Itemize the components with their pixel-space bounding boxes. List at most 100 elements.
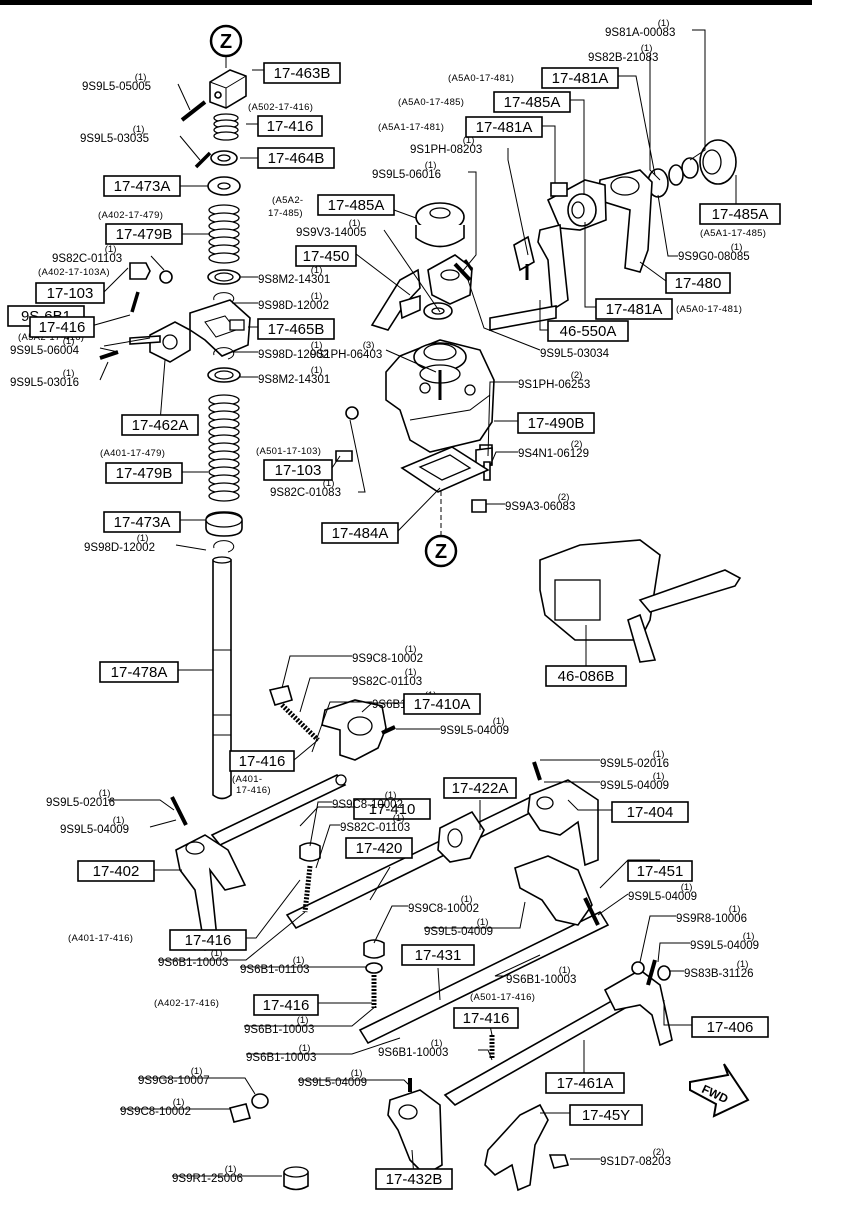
- part-label-box: [691, 1016, 769, 1038]
- part-label-9s9v3-14005: 9S9V3-14005(1): [296, 218, 366, 239]
- part-number-text: 17-103: [47, 285, 94, 302]
- part-label-box: [103, 175, 181, 197]
- leader-line-28: [507, 148, 529, 256]
- alt-part-number-text: (A501-17-103): [256, 446, 321, 457]
- part-label-box: [611, 801, 689, 823]
- part-label-9s9l5-03034: 9S9L5-03034: [540, 348, 610, 360]
- quantity-text: (3): [363, 340, 375, 351]
- part-label-17-481a-c: 17-481A: [595, 298, 673, 320]
- part-number-text: 9S9L5-06004: [10, 345, 80, 357]
- part-number-text: 9S82B-21083: [588, 52, 658, 64]
- leader-line-46: [397, 487, 441, 532]
- quantity-text: (1): [729, 904, 741, 915]
- leader-line-34: [355, 253, 411, 296]
- part-number-text: 17-410A: [414, 696, 471, 713]
- quantity-text: (1): [393, 813, 405, 824]
- quantity-text: (1): [349, 218, 361, 229]
- quantity-text: (1): [173, 1097, 185, 1108]
- leader-line-56: [149, 819, 177, 828]
- leader-line-68: [246, 879, 301, 939]
- leader-line-61: [309, 801, 332, 847]
- alt-part-number-text: (A402-17-416): [154, 998, 219, 1009]
- quantity-text: (1): [405, 667, 417, 678]
- part-label-box: [545, 665, 627, 687]
- quantity-text: (1): [311, 340, 323, 351]
- part-number-text: 17-481A: [606, 301, 663, 318]
- part-label-9s9l5-03035: 9S9L5-03035(1): [80, 124, 149, 145]
- leader-line-32: [393, 209, 417, 219]
- part-label-box: [595, 298, 673, 320]
- part-label-box: [569, 1104, 643, 1126]
- part-number-text: 9S98D-12002: [84, 542, 155, 554]
- part-label-9s4n1-06129: 9S4N1-06129(2): [518, 439, 589, 460]
- part-label-a401-17-416-a2: 17-416): [236, 785, 271, 796]
- leader-line-21: [175, 544, 207, 551]
- part-label-box: [295, 245, 357, 267]
- part-number-text: 17-406: [707, 1019, 754, 1036]
- part-label-a402-17-416: (A402-17-416): [154, 998, 219, 1009]
- inner-lever-shape: [370, 224, 569, 331]
- part-number-text: 9S9L5-05005: [82, 81, 151, 93]
- part-label-a501-17-416: (A501-17-416): [470, 992, 535, 1003]
- part-label-box: [627, 860, 693, 882]
- quantity-text: (1): [63, 368, 75, 379]
- leader-line-39: [385, 349, 437, 373]
- part-label-9s9l5-06004: 9S9L5-06004(1): [10, 336, 80, 357]
- part-number-text: 17-103: [275, 462, 322, 479]
- part-label-17-479b-b: 17-479B: [105, 462, 183, 484]
- part-label-a5a1-17-485: (A5A1-17-485): [700, 228, 766, 239]
- quantity-text: (1): [731, 242, 743, 253]
- alt-part-number-text: (A5A2-: [272, 195, 303, 206]
- part-number-text: 9S9C8-10002: [332, 799, 403, 811]
- part-label-9s6b1-10003-b: 9S6B1-10003(1): [158, 948, 228, 969]
- part-label-17-485a-a: 17-485A: [493, 91, 571, 113]
- part-number-text: 17-416: [185, 932, 232, 949]
- quantity-text: (1): [323, 478, 335, 489]
- quantity-text: (1): [137, 533, 149, 544]
- part-number-text: 9S6B1-10003: [378, 1047, 448, 1059]
- part-label-box: [443, 777, 517, 799]
- part-label-17-485a-c: 17-485A: [317, 194, 395, 216]
- part-label-17-404: 17-404: [611, 801, 689, 823]
- part-label-9s8m2-14301-b: 9S8M2-14301(1): [258, 365, 330, 386]
- leader-line-71: [158, 911, 306, 961]
- part-label-17-478a: 17-478A: [99, 661, 179, 683]
- part-number-text: 9S9R1-25006: [172, 1173, 243, 1185]
- part-label-9s82c-01103-c: 9S82C-01103(1): [340, 813, 410, 834]
- leader-line-48: [281, 655, 352, 689]
- top-border: [0, 0, 812, 5]
- part-label-9s9l5-05005: 9S9L5-05005(1): [82, 72, 151, 93]
- part-label-17-420: 17-420: [345, 837, 413, 859]
- part-number-text: 17-490B: [528, 415, 585, 432]
- leader-line-82: [478, 1049, 493, 1061]
- part-label-box: [35, 282, 105, 304]
- part-label-box: [317, 194, 395, 216]
- quantity-text: (2): [653, 1147, 665, 1158]
- leader-line-8: [103, 267, 129, 293]
- part-label-box: [229, 750, 295, 772]
- part-number-text: 9S6B1-10003: [244, 1024, 314, 1036]
- part-label-17-45y: 17-45Y: [569, 1104, 643, 1126]
- part-number-text: 17-479B: [116, 226, 173, 243]
- part-label-9s81a-00083: 9S81A-00083(1): [605, 18, 675, 39]
- part-number-text: 17-422A: [452, 780, 509, 797]
- part-label-box: [401, 944, 475, 966]
- part-label-9s9g0-08085: 9S9G0-08085(1): [678, 242, 750, 263]
- part-number-text: 9S6B1-10003: [246, 1052, 316, 1064]
- alt-part-number-text: (A402-17-103A): [38, 267, 110, 278]
- part-label-17-461a: 17-461A: [545, 1072, 625, 1094]
- part-label-9s9l5-04009-c: 9S9L5-04009(1): [600, 771, 669, 792]
- quantity-text: (1): [431, 1038, 443, 1049]
- leader-line-83: [138, 1077, 256, 1095]
- part-label-box: [465, 116, 543, 138]
- part-label-9s98d-12002-c: 9S98D-12002(1): [84, 533, 155, 554]
- quantity-text: (1): [463, 135, 475, 146]
- part-label-17-406: 17-406: [691, 1016, 769, 1038]
- part-number-text: 9S9L5-04009: [298, 1077, 367, 1089]
- part-label-9s1ph-08203: 9S1PH-08203(1): [410, 135, 482, 156]
- leader-line-13: [103, 337, 151, 347]
- leader-line-3: [179, 135, 201, 161]
- leader-line-40: [487, 381, 518, 457]
- part-label-box: [493, 91, 571, 113]
- part-label-box: [29, 316, 95, 338]
